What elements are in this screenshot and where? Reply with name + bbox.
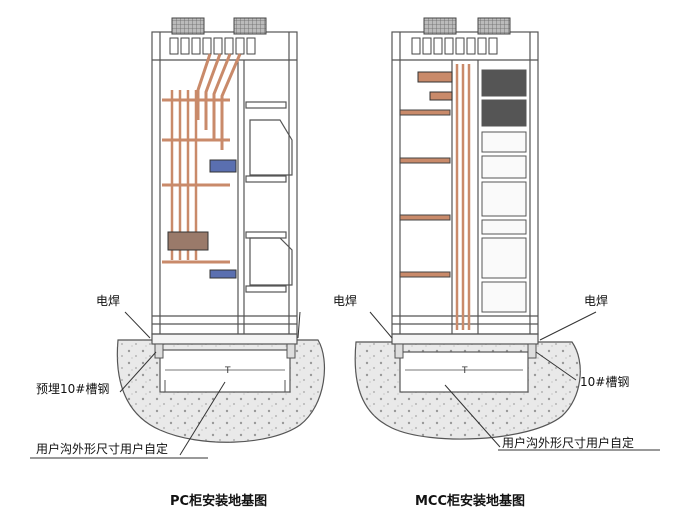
pc-cabinet-frame: [151, 31, 298, 335]
mcc-channel-label: 10#槽钢: [580, 375, 630, 389]
pc-fan-left: [171, 17, 205, 35]
pc-busbars-diagonal: [196, 53, 242, 150]
pc-channel-label: 预埋10#槽钢: [36, 382, 110, 396]
pc-ground-mark: T: [224, 366, 231, 376]
pc-bus-rails: [162, 98, 230, 264]
mcc-weld-leader-left: [369, 311, 393, 339]
pc-trench-label: 用户沟外形尺寸用户自定: [36, 442, 169, 456]
mcc-top-insulators: [411, 37, 498, 55]
mcc-caption: MCC柜安装地基图: [415, 494, 526, 509]
pc-right-compartments: [245, 101, 293, 293]
mcc-ground-mark: T: [461, 366, 468, 376]
pc-top-insulators: [169, 37, 256, 55]
pc-weld-leader: [124, 311, 151, 339]
pc-cabinet-figure: T: [30, 17, 326, 459]
mcc-trench: [399, 351, 529, 393]
mcc-weld-label-left: 电焊: [333, 294, 358, 308]
pc-breaker-block-top: [209, 159, 237, 173]
pc-weld-label: 电焊: [96, 294, 121, 308]
mcc-trench-leader: [444, 384, 501, 448]
pc-caption: PC柜安装地基图: [170, 494, 268, 509]
mcc-vertical-bus: [455, 64, 471, 330]
pc-fan-right: [233, 17, 267, 35]
mcc-left-rungs: [399, 109, 451, 278]
pc-breaker-block-bottom: [167, 231, 209, 251]
mcc-fan-left: [423, 17, 457, 35]
mcc-channel-leader: [535, 351, 577, 381]
pc-trench-leader: [179, 381, 226, 456]
mcc-cabinet-figure: T: [354, 17, 660, 451]
pc-channel-leader: [119, 351, 157, 393]
mcc-fan-right: [477, 17, 511, 35]
mcc-trench-label: 用户沟外形尺寸用户自定: [502, 436, 635, 450]
pc-trench: [159, 349, 291, 393]
mcc-cabinet-frame: [391, 31, 539, 335]
mcc-weld-label-right: 电焊: [584, 294, 609, 308]
pc-channel-steel: [151, 333, 298, 345]
mcc-weld-leader-right: [539, 311, 597, 341]
mcc-channel-steel: [391, 333, 539, 345]
mcc-drawer-units: [481, 69, 527, 313]
